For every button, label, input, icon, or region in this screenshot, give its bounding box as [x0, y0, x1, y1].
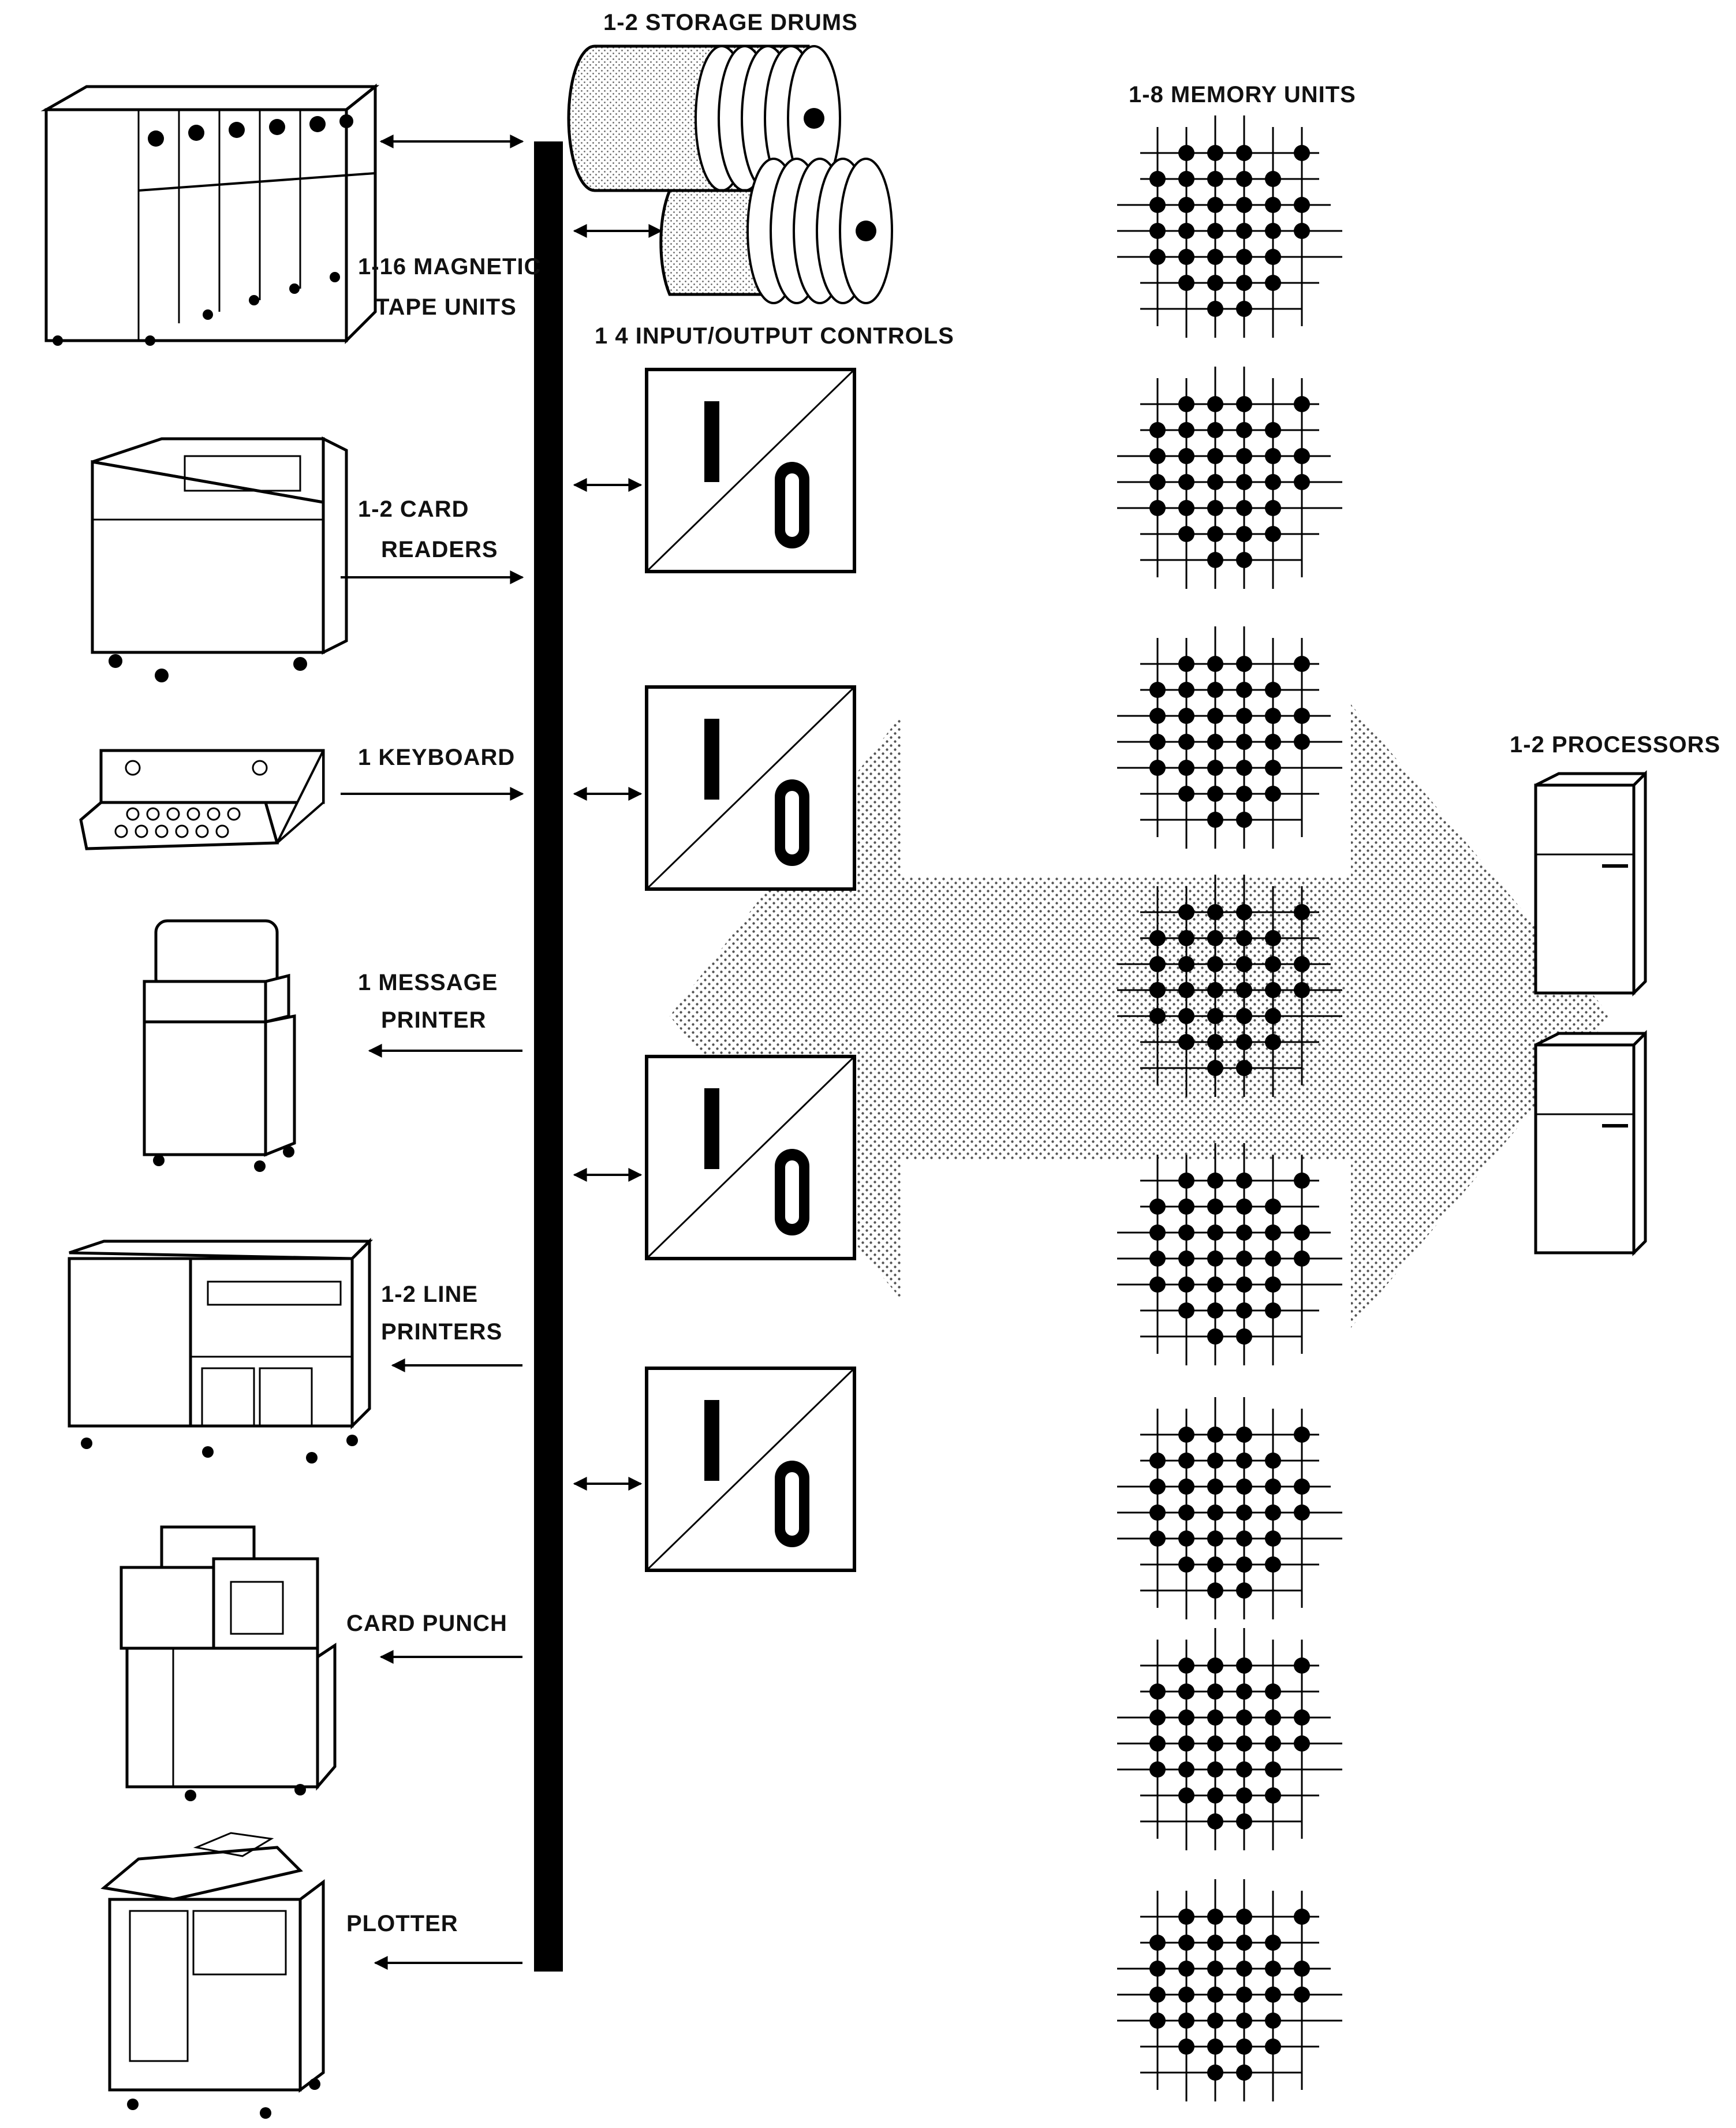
magnetic-tape-units-icon — [40, 83, 380, 346]
memory-unit-6 — [1116, 1396, 1343, 1621]
card-readers-icon — [91, 436, 348, 682]
memory-unit-7 — [1116, 1627, 1343, 1851]
memory-unit-2 — [1116, 365, 1343, 590]
io-control-box-1 — [647, 369, 854, 572]
storage-drums-icon — [567, 44, 893, 304]
processor-1-icon — [1534, 770, 1647, 997]
memory-unit-5 — [1116, 1142, 1343, 1367]
memory-units-label: 1-8 MEMORY UNITS — [1129, 82, 1356, 107]
line-printers-label-2: PRINTERS — [381, 1319, 502, 1345]
card-readers-label-2: READERS — [381, 537, 498, 562]
keyboard-icon — [79, 749, 325, 850]
message-printer-label-2: PRINTER — [381, 1007, 487, 1033]
magnetic-tape-label-1: 1-16 MAGNETIC — [358, 254, 542, 279]
card-readers-label-1: 1-2 CARD — [358, 496, 469, 522]
plotter-label: PLOTTER — [346, 1911, 458, 1936]
io-control-box-4 — [647, 1368, 854, 1570]
main-bus — [534, 141, 563, 1972]
io-control-box-2 — [647, 687, 854, 889]
magnetic-tape-label-2: TAPE UNITS — [375, 294, 517, 320]
memory-unit-8 — [1116, 1878, 1343, 2103]
message-printer-icon — [143, 919, 296, 1172]
processors-label: 1-2 PROCESSORS — [1510, 732, 1720, 757]
plotter-icon — [100, 1832, 325, 2119]
card-punch-icon — [120, 1525, 337, 1801]
io-control-box-3 — [647, 1056, 854, 1259]
io-controls-label: 1 4 INPUT/OUTPUT CONTROLS — [595, 323, 954, 349]
message-printer-label-1: 1 MESSAGE — [358, 970, 498, 995]
processor-2-icon — [1534, 1029, 1647, 1257]
keyboard-label: 1 KEYBOARD — [358, 745, 515, 770]
memory-unit-1 — [1116, 114, 1343, 339]
line-printers-label-1: 1-2 LINE — [381, 1282, 478, 1307]
memory-unit-3 — [1116, 625, 1343, 850]
storage-drums-label: 1-2 STORAGE DRUMS — [603, 10, 858, 35]
card-punch-label: CARD PUNCH — [346, 1611, 507, 1636]
line-printers-icon — [68, 1237, 374, 1464]
